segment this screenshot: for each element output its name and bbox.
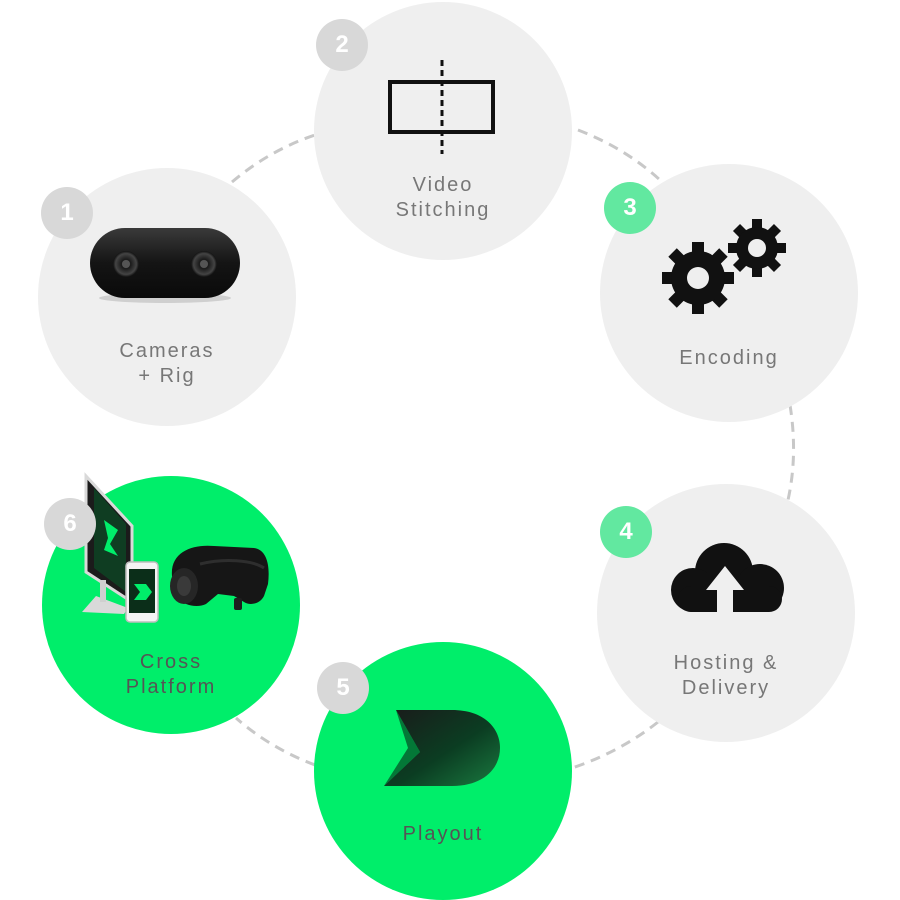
step-number: 3 [623,194,637,221]
connector-1-2 [231,133,316,184]
step-label: Encoding [679,347,779,369]
connector-5-6 [235,716,316,767]
step-number: 6 [63,510,77,537]
step-cross-platform: Cross Platform [42,476,300,734]
step-label: Cross Platform [125,651,217,698]
step-video-stitching: Video Stitching [314,2,572,260]
step-label: Cameras + Rig [119,340,215,387]
step-label: Hosting & Delivery [673,652,779,699]
step-playout: Playout [314,642,572,900]
step-number-badge: 3 [604,182,656,234]
step-number-badge: 1 [41,187,93,239]
cloud-upload-icon [671,543,784,614]
devices-icon [82,472,269,623]
connector-4-5 [571,720,659,770]
step-number: 4 [619,518,633,545]
connector-2-3 [577,128,662,182]
step-number: 2 [335,31,349,58]
camera-rig-icon [90,228,240,303]
step-encoding: Encoding [600,164,858,422]
step-number-badge: 2 [316,19,368,71]
video-stitching-icon [388,60,495,154]
step-number-badge: 4 [600,506,652,558]
playout-logo-icon [384,710,500,786]
step-number-badge: 5 [317,662,369,714]
step-number: 1 [60,199,74,226]
gears-icon [662,219,786,314]
step-number-badge: 6 [44,498,96,550]
step-label: Video Stitching [395,174,491,221]
step-number: 5 [336,674,350,701]
step-label: Playout [402,823,484,845]
connector-3-4 [786,404,796,501]
